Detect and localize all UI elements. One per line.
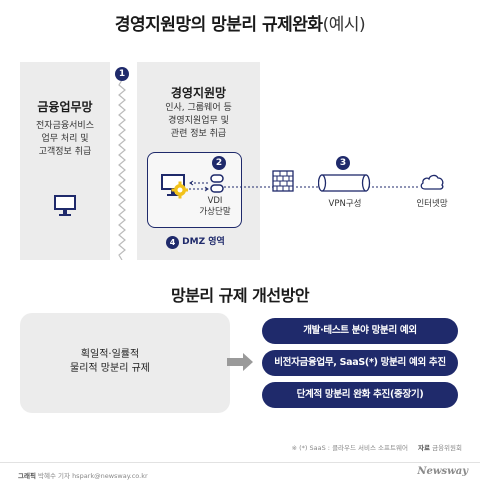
page-title: 경영지원망의 망분리 규제완화(예시) — [0, 10, 480, 35]
step-3-badge: 3 — [336, 156, 350, 170]
step-1-badge: 1 — [115, 67, 129, 81]
step-2-badge: 2 — [212, 156, 226, 170]
current-regulation-text: 획일적·일률적 물리적 망분리 규제 — [70, 349, 150, 374]
monitor-icon — [52, 192, 78, 218]
newsway-logo: Newsway — [417, 466, 468, 477]
improvement-item-3: 단계적 망분리 완화 추진(중장기) — [262, 382, 458, 408]
dmz-label: 4 DMZ 영역 — [166, 235, 225, 249]
title-main: 경영지원망의 망분리 규제완화 — [114, 15, 323, 35]
management-network-desc: 인사, 그룹웨어 등 경영지원업무 및 관련 정보 취급 — [165, 103, 232, 139]
vdi-connection-arrows — [187, 177, 211, 192]
internet-label: 인터넷망 — [416, 199, 448, 209]
cloud-icon — [419, 172, 445, 192]
source-label: 자료 — [418, 444, 431, 452]
footnote: ※ (*) SaaS : 클라우드 서비스 소프트웨어 — [291, 444, 408, 452]
step-4-badge: 4 — [166, 235, 179, 249]
improvement-item-2: 비전자금융업무, SaaS(*) 망분리 예외 추진 — [262, 350, 458, 376]
bottom-divider — [0, 462, 480, 463]
vpn-label: VPN구성 — [328, 199, 362, 209]
credit-line: 그래픽 박혜수 기자 hspark@newsway.co.kr — [18, 470, 148, 480]
arrow-right-icon — [227, 352, 255, 372]
vdi-label: VDI 가상단말 — [199, 196, 231, 217]
source-line: ※ (*) SaaS : 클라우드 서비스 소프트웨어 자료 금융위원회 — [250, 442, 462, 452]
firewall-icon — [272, 170, 294, 192]
server-icon — [210, 174, 224, 194]
current-regulation-box — [20, 313, 230, 413]
vpn-tunnel-icon — [317, 174, 372, 192]
source-value: 금융위원회 — [432, 444, 462, 452]
credit-value: 박혜수 기자 hspark@newsway.co.kr — [38, 472, 148, 480]
financial-network-title: 금융업무망 — [37, 100, 93, 114]
title-paren: (예시) — [322, 15, 366, 35]
credit-label: 그래픽 — [18, 472, 36, 480]
management-network-title: 경영지원망 — [170, 86, 227, 100]
financial-network-box — [20, 62, 110, 260]
improvement-title: 망분리 규제 개선방안 — [170, 286, 310, 305]
vdi-monitor-gear-icon — [160, 172, 189, 200]
improvement-item-1: 개발·테스트 분야 망분리 예외 — [262, 318, 458, 344]
network-separator-line — [117, 79, 127, 261]
financial-network-desc: 전자금융서비스 업무 처리 및 고객정보 취급 — [36, 121, 94, 157]
